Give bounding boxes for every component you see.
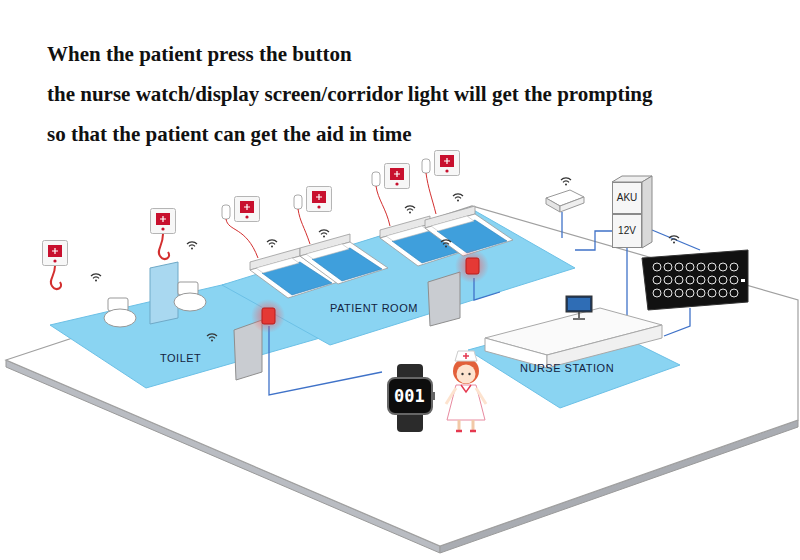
battery-box: AKU — [612, 182, 642, 214]
nurse-dress — [447, 385, 485, 420]
call-button — [235, 197, 260, 222]
call-button — [385, 164, 410, 189]
title-line: the nurse watch/display screen/corridor … — [47, 82, 652, 107]
display-panel — [642, 250, 748, 310]
floor-region — [222, 208, 575, 345]
button-cord — [159, 234, 169, 259]
wifi-icon — [405, 206, 415, 214]
handset — [422, 159, 430, 173]
wifi-icon — [207, 334, 217, 342]
wire — [652, 230, 700, 250]
light-glow — [455, 249, 489, 283]
nurse-collar — [461, 385, 471, 392]
button-cord — [376, 186, 390, 226]
key-row — [653, 289, 738, 297]
watch-digits: 001 — [394, 386, 425, 406]
watch-face — [388, 378, 432, 414]
wire — [561, 212, 562, 238]
wifi-icon — [91, 274, 101, 282]
door — [428, 272, 460, 326]
wifi-icon — [267, 240, 277, 248]
button-cord — [226, 219, 258, 258]
wifi-icon — [187, 242, 197, 250]
monitor-stand — [573, 312, 585, 319]
box-label: 12V — [618, 225, 636, 237]
router-side — [546, 198, 560, 212]
wifi-icon — [319, 230, 329, 238]
nurse-leg — [459, 420, 473, 430]
box-side — [642, 176, 652, 248]
nurse-cross — [463, 353, 469, 359]
power-box: 12V — [612, 214, 642, 248]
corridor-light — [262, 308, 275, 324]
corridor-light — [466, 258, 479, 274]
call-button — [307, 187, 332, 212]
call-button — [43, 241, 68, 266]
toilet-partition — [150, 262, 178, 324]
nurse-cap — [455, 351, 477, 361]
wifi-icon — [561, 178, 571, 186]
nurse-shoe — [456, 430, 476, 433]
button-cord — [298, 209, 310, 244]
area-label: PATIENT ROOM — [330, 302, 418, 315]
router-front — [560, 197, 584, 212]
call-button — [151, 209, 176, 234]
key-row — [653, 263, 738, 271]
panel-led — [741, 279, 745, 282]
button-cord — [51, 266, 61, 289]
nurse-arm — [446, 388, 486, 404]
bed — [425, 206, 513, 256]
area-label: TOILET — [160, 352, 201, 365]
bed — [300, 234, 388, 284]
desk-side — [547, 325, 662, 368]
watch-button — [432, 392, 435, 400]
monitor — [566, 296, 592, 312]
wifi-icon — [453, 194, 463, 202]
handset — [294, 195, 302, 209]
area-label: NURSE STATION — [520, 362, 614, 375]
button-cord — [426, 173, 436, 214]
wire — [664, 308, 690, 336]
wire — [269, 326, 382, 395]
title-line: When the patient press the button — [47, 42, 352, 67]
desk-front — [485, 338, 547, 368]
handset — [222, 205, 230, 219]
handset — [372, 172, 380, 186]
key-row — [653, 276, 738, 284]
light-glow — [251, 299, 285, 333]
nurse-hair — [453, 358, 479, 384]
title-line: so that the patient can get the aid in t… — [47, 122, 412, 147]
wifi-icon — [441, 240, 451, 248]
nurse-eye — [461, 373, 463, 375]
floor — [6, 206, 798, 546]
wifi-icon — [669, 236, 679, 244]
wire-connector — [575, 231, 612, 250]
call-button — [435, 151, 460, 176]
toilet-bowl — [104, 309, 136, 327]
nurse-eye — [468, 373, 470, 375]
box-label: AKU — [617, 192, 638, 204]
toilet-bowl — [174, 293, 206, 311]
monitor-screen — [568, 298, 590, 310]
nurse-face — [457, 365, 476, 384]
wire-connector — [626, 248, 627, 318]
